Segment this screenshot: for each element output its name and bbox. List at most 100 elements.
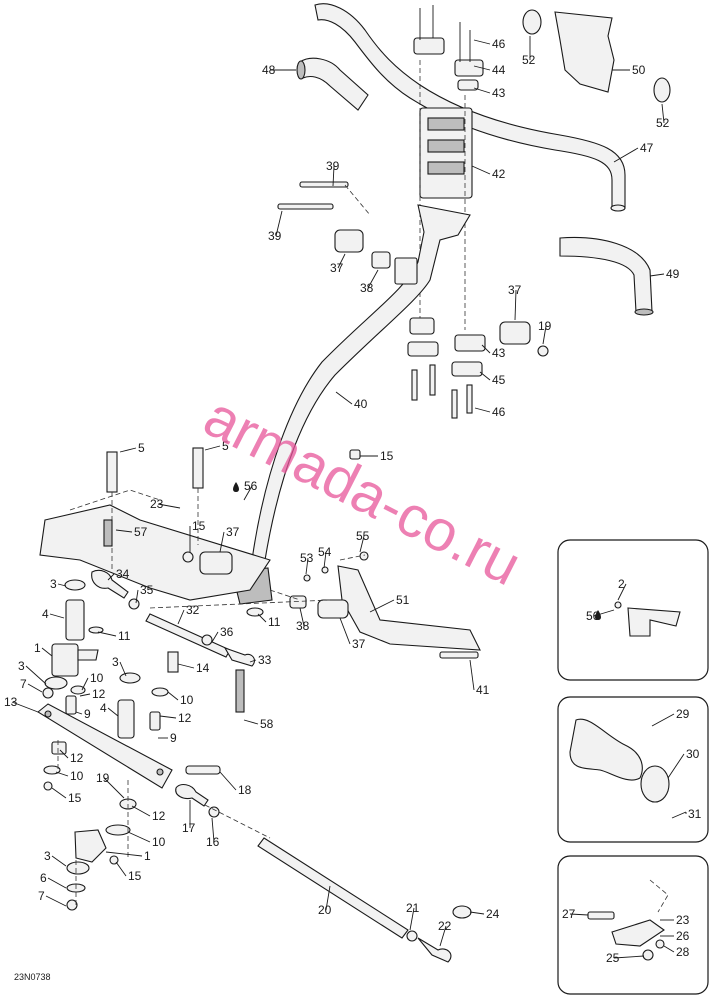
callout-leader: [107, 707, 119, 717]
callout-c3c: 3: [18, 659, 25, 673]
callout-leader: [325, 885, 331, 911]
column-bushings: [182, 449, 361, 617]
callout-c35: 35: [140, 583, 154, 597]
callout-leader: [337, 253, 346, 269]
upper-bolts: [277, 181, 549, 357]
inset-box-1: [557, 539, 709, 681]
callout-c48: 48: [262, 63, 276, 77]
callout-c2: 2: [618, 577, 625, 591]
callout-c11b: 11: [268, 615, 281, 629]
drawing-code: 23N0738: [14, 972, 51, 982]
callout-c41: 41: [476, 683, 490, 697]
callout-leader: [25, 665, 47, 685]
callout-c37c: 37: [226, 525, 240, 539]
callout-leader: [157, 503, 181, 509]
callout-c10d: 10: [152, 835, 166, 849]
callout-c26: 26: [676, 929, 690, 943]
left-stack: [42, 579, 179, 739]
callout-leader: [257, 613, 267, 623]
callout-c38b: 38: [296, 619, 310, 633]
callout-leader: [115, 861, 127, 877]
callout-leader: [49, 613, 65, 619]
callout-c28: 28: [676, 945, 690, 959]
callout-leader: [275, 210, 283, 237]
callout-leader: [55, 771, 69, 777]
callout-c27: 27: [562, 907, 576, 921]
callout-leader: [59, 749, 69, 759]
pitman-arm: [289, 551, 481, 659]
callout-leader: [409, 907, 415, 931]
callout-c19b: 19: [96, 771, 110, 785]
callout-c3b: 3: [112, 655, 119, 669]
handlebar: [314, 3, 626, 212]
callout-leader: [219, 771, 237, 791]
callout-leader: [115, 529, 133, 533]
callout-leader: [131, 805, 151, 817]
callout-c12c: 12: [70, 751, 84, 765]
callout-c39b: 39: [268, 229, 282, 243]
callout-leader: [473, 87, 491, 94]
callout-leader: [243, 719, 259, 725]
callout-c34: 34: [116, 567, 130, 581]
callout-c44: 44: [492, 63, 506, 77]
callout-c52a: 52: [522, 53, 536, 67]
callout-c47: 47: [640, 141, 654, 155]
callout-leader: [613, 147, 639, 163]
callout-c16: 16: [206, 835, 220, 849]
callout-c24: 24: [486, 907, 500, 921]
callout-leader: [369, 599, 395, 613]
callout-leader: [617, 583, 627, 601]
callout-c15b: 15: [192, 519, 206, 533]
callout-c42: 42: [492, 167, 506, 181]
callout-leader: [107, 573, 115, 581]
callout-leader: [474, 407, 491, 413]
callout-c52b: 52: [656, 116, 670, 130]
callout-leader: [119, 447, 137, 453]
callout-leader: [613, 955, 645, 959]
callout-leader: [75, 711, 83, 715]
callout-leader: [135, 589, 139, 604]
callout-c9a: 9: [84, 707, 91, 721]
callout-leader: [323, 551, 327, 569]
callout-c3a: 3: [50, 577, 57, 591]
riser-clamp: [413, 5, 484, 330]
callout-leader: [211, 817, 215, 843]
handlebar-cover: [522, 9, 671, 103]
inset-box-3: [557, 855, 709, 995]
callout-leader: [243, 485, 253, 501]
callout-leader: [105, 851, 143, 857]
callout-c49: 49: [666, 267, 680, 281]
callout-leader: [57, 583, 67, 587]
callout-leader: [649, 273, 665, 277]
callout-c46b: 46: [492, 405, 506, 419]
callout-leader: [651, 713, 675, 727]
callout-c22: 22: [438, 919, 452, 933]
callout-c4a: 4: [42, 607, 49, 621]
callout-leader: [103, 777, 125, 799]
callout-c43b: 43: [492, 346, 506, 360]
lower-clamp: [407, 317, 486, 419]
callout-c12a: 12: [92, 687, 106, 701]
callout-c58: 58: [260, 717, 274, 731]
inset-box-2: [557, 696, 709, 843]
callout-leader: [51, 855, 67, 867]
callout-c55: 55: [356, 529, 370, 543]
callout-leader: [177, 663, 195, 669]
callout-c57: 57: [134, 525, 148, 539]
callout-leader: [45, 895, 67, 907]
callout-c32: 32: [186, 603, 200, 617]
callout-c56a: 56: [244, 479, 258, 493]
callout-leader: [47, 877, 67, 889]
callout-leader: [159, 715, 177, 719]
tie-rod-lower: [175, 783, 472, 963]
callout-c5a: 5: [138, 441, 145, 455]
callout-c10c: 10: [70, 769, 84, 783]
callout-leader: [332, 165, 335, 187]
callout-c15d: 15: [128, 869, 142, 883]
callout-leader: [479, 371, 491, 381]
callout-leader: [211, 631, 219, 643]
callout-c15c: 15: [68, 791, 82, 805]
callout-leader: [81, 677, 89, 691]
callout-c46a: 46: [492, 37, 506, 51]
